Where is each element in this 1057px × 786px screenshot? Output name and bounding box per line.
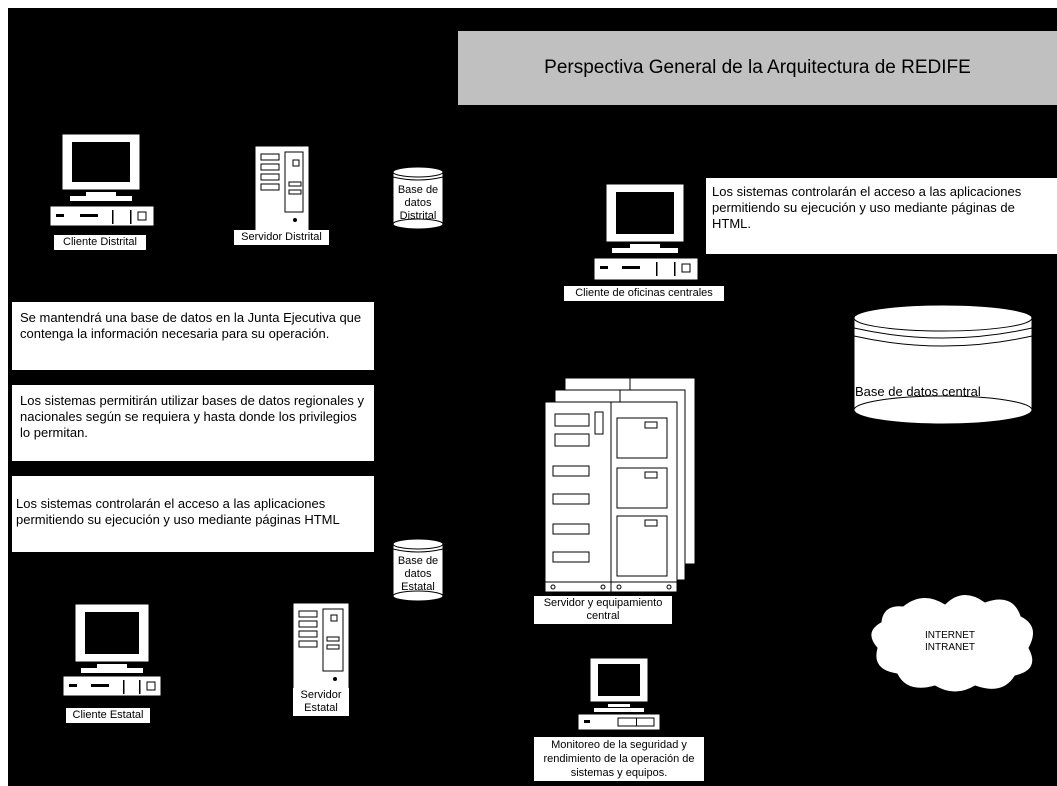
cliente-oficinas-label: Cliente de oficinas centrales bbox=[564, 286, 724, 301]
bd-distrital-label: Base de datos Distrital bbox=[397, 184, 439, 222]
cliente-estatal-label: Cliente Estatal bbox=[66, 708, 150, 723]
bd-estatal-label: Base de datos Estatal bbox=[397, 555, 439, 593]
servidor-estatal-label: Servidor Estatal bbox=[293, 688, 349, 716]
note-junta-ejecutiva: Se mantendrá una base de datos en la Jun… bbox=[12, 302, 374, 370]
internet-text: INTERNET bbox=[925, 630, 975, 641]
bd-estatal-cylinder-icon bbox=[392, 538, 444, 602]
servidor-distrital-label: Servidor Distrital bbox=[234, 230, 329, 245]
diagram-canvas: Perspectiva General de la Arquitectura d… bbox=[8, 8, 1057, 786]
internet-cloud-icon: INTERNET INTRANET bbox=[870, 594, 1034, 693]
cliente-distrital-computer-icon bbox=[50, 134, 155, 227]
diagram-title: Perspectiva General de la Arquitectura d… bbox=[544, 57, 971, 78]
bd-central-cylinder-icon bbox=[853, 304, 1033, 425]
servidor-estatal-tower-icon bbox=[293, 603, 349, 689]
note-control-acceso-html: Los sistemas controlarán el acceso a las… bbox=[706, 178, 1057, 254]
intranet-text: INTRANET bbox=[925, 642, 975, 653]
cliente-distrital-label: Cliente Distrital bbox=[54, 235, 146, 250]
note-bases-regionales: Los sistemas permitirán utilizar bases d… bbox=[12, 385, 374, 461]
bd-distrital-cylinder-icon bbox=[392, 166, 444, 230]
note-control-acceso: Los sistemas controlarán el acceso a las… bbox=[12, 476, 374, 552]
monitoreo-label: Monitoreo de la seguridad y rendimiento … bbox=[534, 737, 704, 781]
monitoreo-computer-icon bbox=[578, 658, 661, 731]
cliente-oficinas-computer-icon bbox=[593, 184, 699, 281]
servidor-central-rack-icon bbox=[545, 378, 696, 593]
bd-central-label: Base de datos central bbox=[855, 384, 981, 399]
servidor-distrital-tower-icon bbox=[255, 146, 309, 232]
cliente-estatal-computer-icon bbox=[63, 604, 162, 697]
servidor-central-label: Servidor y equipamiento central bbox=[534, 596, 672, 624]
title-box: Perspectiva General de la Arquitectura d… bbox=[458, 31, 1057, 105]
